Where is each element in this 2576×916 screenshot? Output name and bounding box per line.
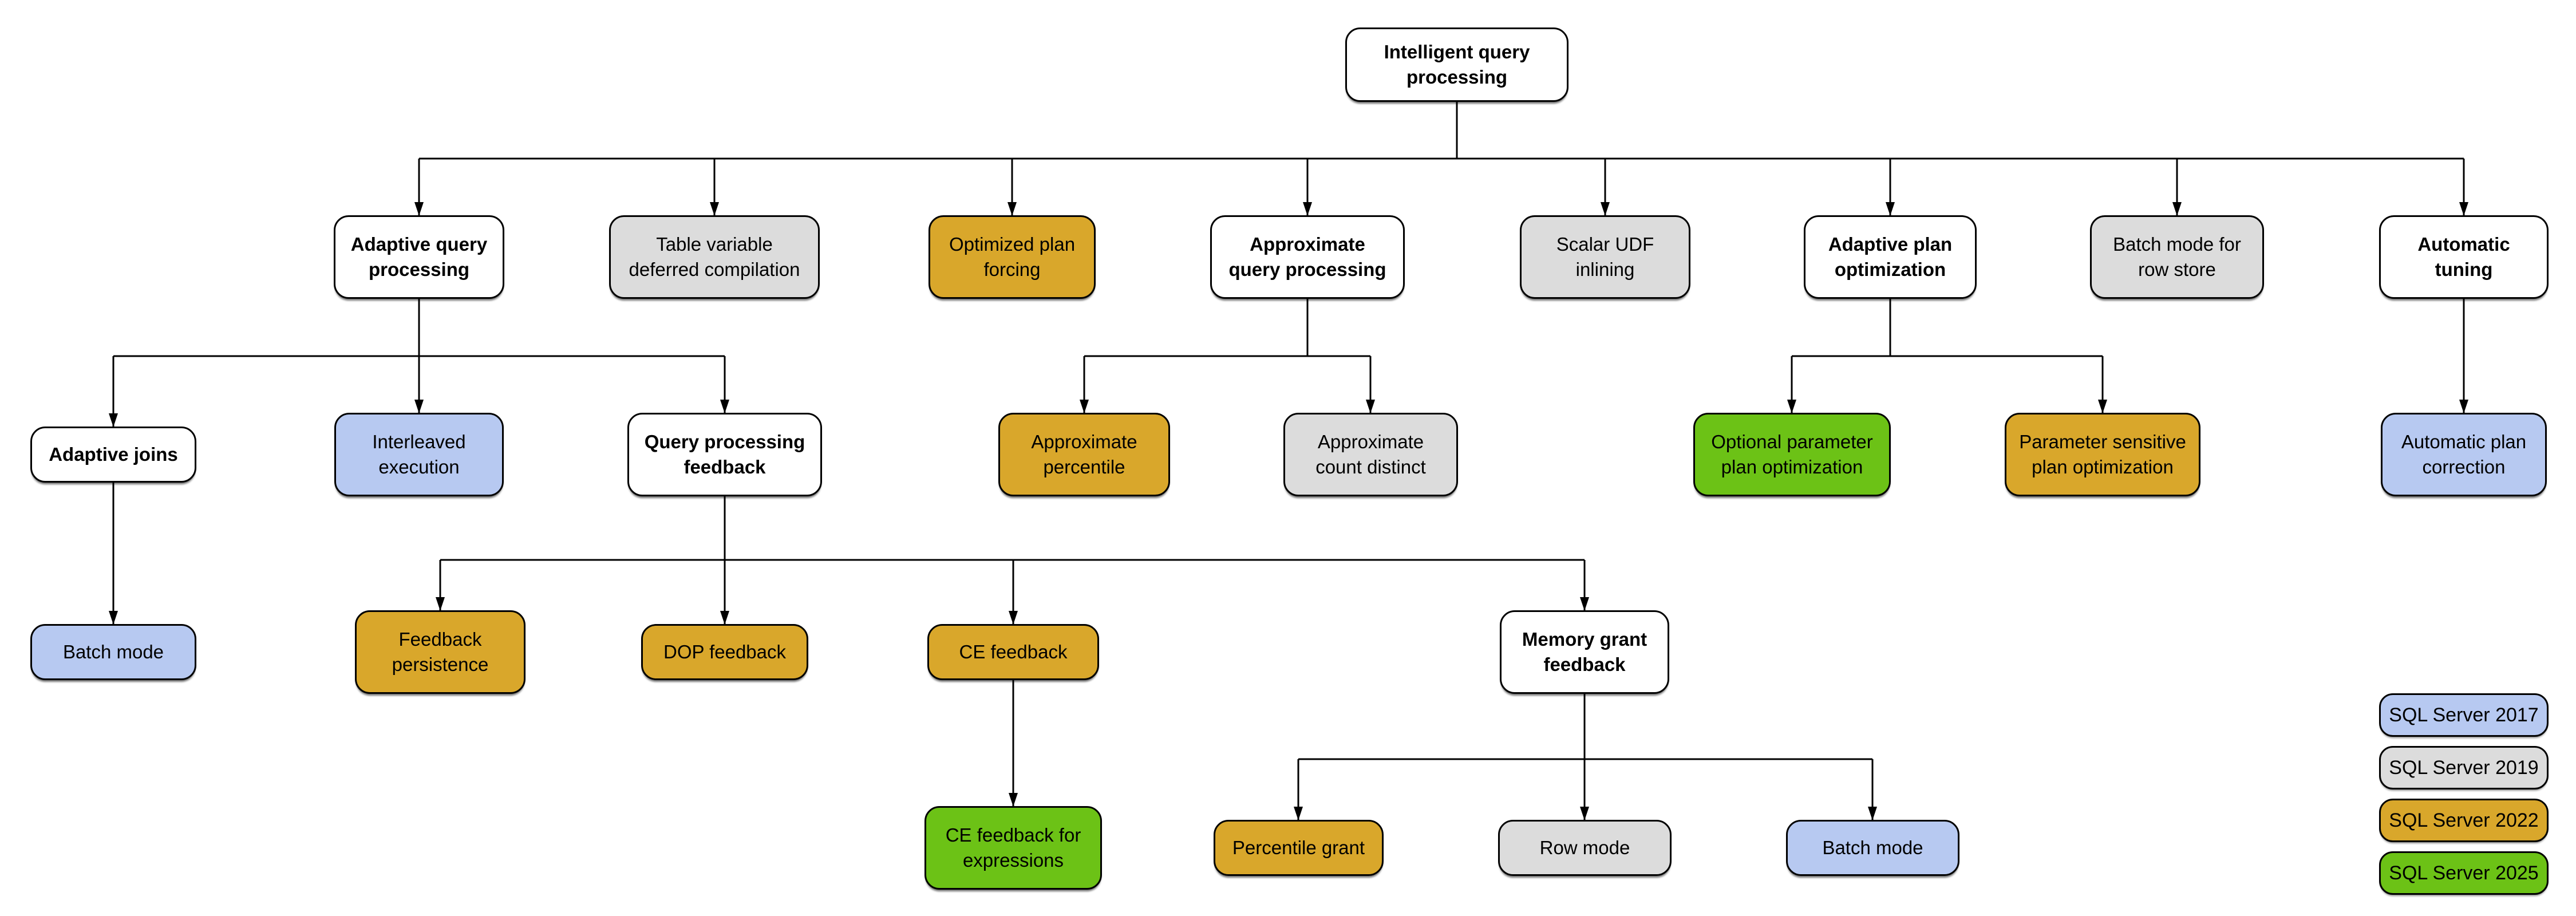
node-batch-mode-adaptive-joins: Batch mode xyxy=(30,624,196,680)
node-batch-mode-memory-grant: Batch mode xyxy=(1786,820,1959,876)
node-automatic-tuning: Automatic tuning xyxy=(2379,215,2549,299)
node-row-mode: Row mode xyxy=(1498,820,1672,876)
node-dop-feedback: DOP feedback xyxy=(641,624,808,680)
node-scalar-udf-inlining: Scalar UDF inlining xyxy=(1520,215,1690,299)
node-approximate-count-distinct: Approximate count distinct xyxy=(1283,413,1458,496)
legend-item-sql-server-2019: SQL Server 2019 xyxy=(2379,746,2549,789)
legend-item-sql-server-2022: SQL Server 2022 xyxy=(2379,799,2549,842)
node-adaptive-joins: Adaptive joins xyxy=(30,427,196,483)
node-feedback-persistence: Feedback persistence xyxy=(355,610,526,694)
node-ce-feedback: CE feedback xyxy=(927,624,1099,680)
node-table-variable-deferred-compilation: Table variable deferred compilation xyxy=(609,215,820,299)
node-percentile-grant: Percentile grant xyxy=(1214,820,1384,876)
legend-item-sql-server-2017: SQL Server 2017 xyxy=(2379,693,2549,737)
node-optimized-plan-forcing: Optimized plan forcing xyxy=(929,215,1096,299)
node-approximate-percentile: Approximate percentile xyxy=(998,413,1170,496)
node-adaptive-plan-optimization: Adaptive plan optimization xyxy=(1804,215,1977,299)
node-batch-mode-for-row-store: Batch mode for row store xyxy=(2090,215,2264,299)
node-parameter-sensitive-plan-optimization: Parameter sensitive plan optimization xyxy=(2005,413,2200,496)
node-memory-grant-feedback: Memory grant feedback xyxy=(1500,610,1669,694)
legend-item-sql-server-2025: SQL Server 2025 xyxy=(2379,851,2549,895)
node-ce-feedback-for-expressions: CE feedback for expressions xyxy=(924,806,1102,890)
node-approximate-query-processing: Approximate query processing xyxy=(1210,215,1405,299)
node-automatic-plan-correction: Automatic plan correction xyxy=(2381,413,2547,496)
node-optional-parameter-plan-optimization: Optional parameter plan optimization xyxy=(1693,413,1891,496)
node-query-processing-feedback: Query processing feedback xyxy=(627,413,822,496)
node-interleaved-execution: Interleaved execution xyxy=(334,413,504,496)
node-intelligent-query-processing: Intelligent query processing xyxy=(1345,27,1568,102)
node-adaptive-query-processing: Adaptive query processing xyxy=(334,215,504,299)
